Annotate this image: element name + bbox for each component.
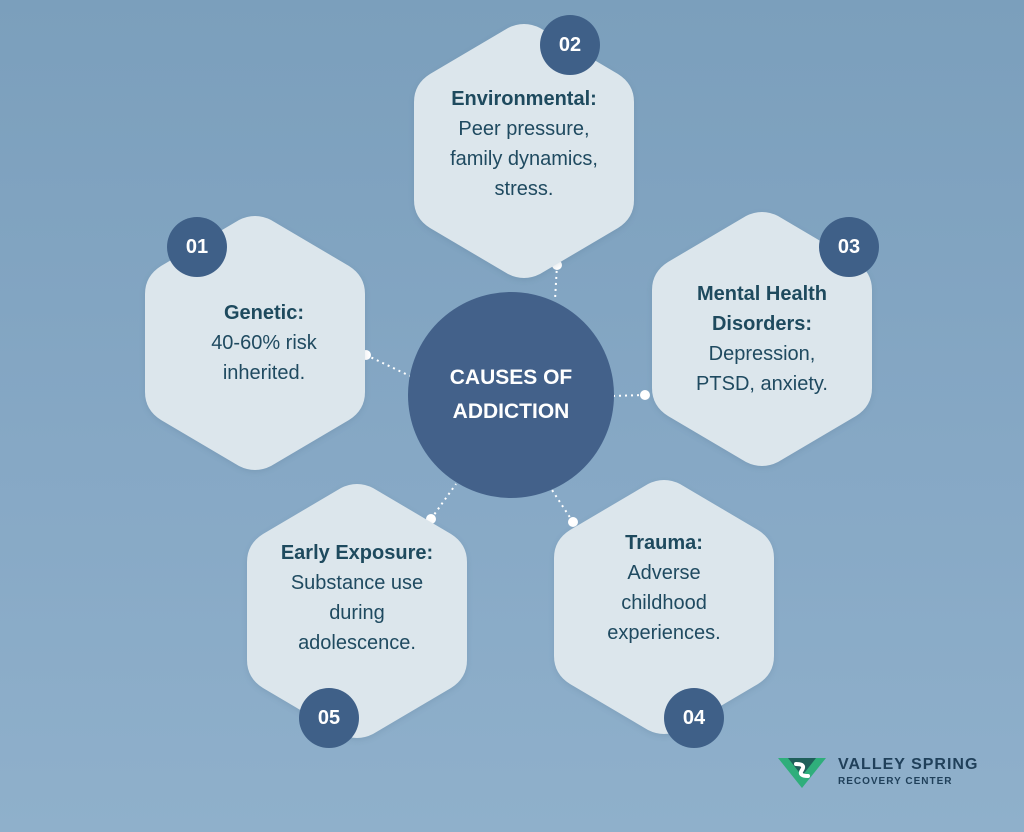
- connector-04: [551, 489, 574, 523]
- cause-description: 40-60% risk inherited.: [211, 332, 317, 384]
- number-badge-01: 01: [167, 217, 227, 277]
- cause-title: Early Exposure:: [280, 542, 434, 564]
- number-badge-03: 03: [819, 217, 879, 277]
- center-title-circle: CAUSES OF ADDICTION: [408, 292, 614, 498]
- cause-description: Depression, PTSD, anxiety.: [696, 343, 828, 395]
- valley-spring-logo-icon: [778, 758, 826, 788]
- hexagon-shape: [145, 216, 365, 470]
- connector-01: [365, 354, 411, 377]
- diagram-title: CAUSES OF ADDICTION: [449, 366, 573, 423]
- connector-dot-03: [640, 390, 650, 400]
- number-badge-02: 02: [540, 15, 600, 75]
- cause-description: Adverse childhood experiences.: [607, 562, 721, 644]
- cause-environmental: Environmental: Peer pressure, family dyn…: [412, 22, 636, 280]
- cause-mental-health: Mental Health Disorders: Depression, PTS…: [650, 210, 874, 468]
- cause-description: Peer pressure, family dynamics, stress.: [450, 118, 598, 200]
- logo-subtitle: RECOVERY CENTER: [838, 776, 953, 787]
- cause-genetic: Genetic: 40-60% risk inherited.: [143, 214, 367, 472]
- number-badge-04: 04: [664, 688, 724, 748]
- cause-title: Mental Health Disorders:: [696, 283, 828, 335]
- hexagon-shape: [247, 484, 467, 738]
- cause-title: Environmental:: [451, 88, 597, 110]
- hexagon-shape: [652, 212, 872, 466]
- cause-title: Trauma:: [625, 532, 703, 554]
- cause-title: Genetic:: [223, 302, 305, 324]
- connector-dot-04: [568, 517, 578, 527]
- connector-05: [430, 483, 457, 520]
- cause-early-exposure: Early Exposure: Substance use during ado…: [245, 482, 469, 740]
- cause-description: Substance use during adolescence.: [290, 572, 424, 654]
- hexagon-shape: [414, 24, 634, 278]
- hexagon-shape: [554, 480, 774, 734]
- logo-name: VALLEY SPRING: [838, 756, 979, 773]
- valley-spring-logo: VALLEY SPRING RECOVERY CENTER: [776, 752, 996, 796]
- number-badge-05: 05: [299, 688, 359, 748]
- cause-trauma: Trauma: Adverse childhood experiences.: [552, 478, 776, 736]
